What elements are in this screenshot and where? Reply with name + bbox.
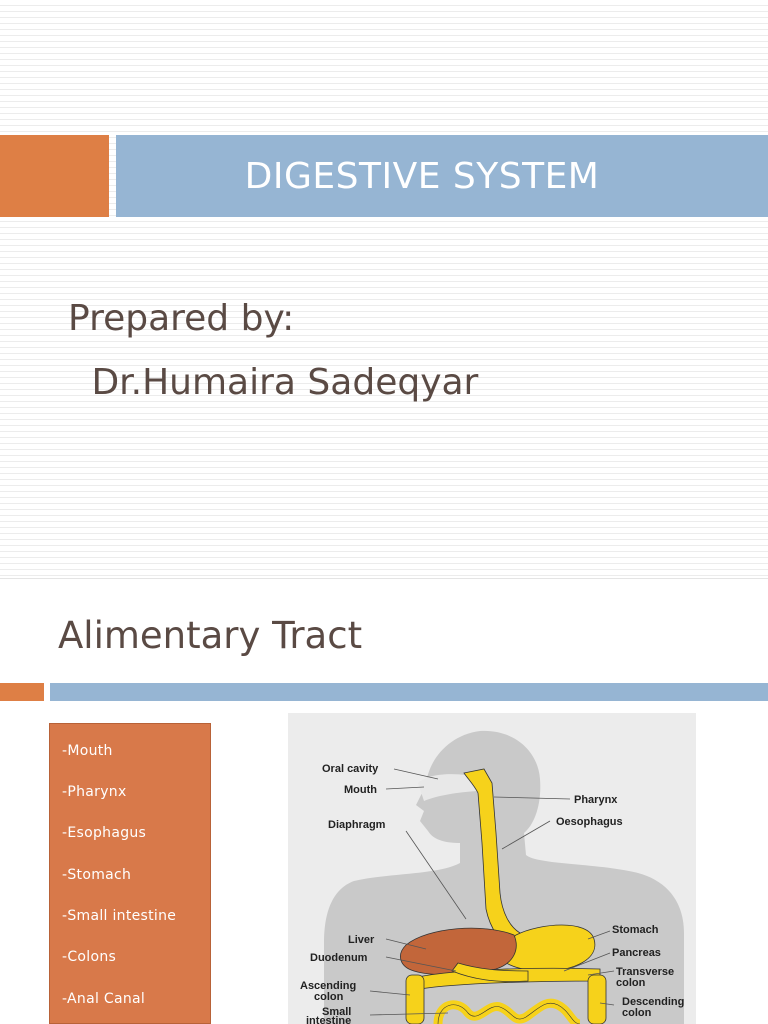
slide-title-text: DIGESTIVE SYSTEM xyxy=(244,155,600,197)
list-item: -Pharynx xyxy=(62,784,127,800)
label-mouth: Mouth xyxy=(344,784,377,796)
digestive-system-diagram: Oral cavity Mouth Pharynx Diaphragm Oeso… xyxy=(288,713,696,1024)
liver-shape xyxy=(400,927,517,976)
heading-bar xyxy=(50,683,768,701)
list-item: -Anal Canal xyxy=(62,991,146,1007)
label-oesophagus: Oesophagus xyxy=(556,816,623,828)
descending-colon-shape xyxy=(587,974,607,1024)
label-descending-colon-1: Descending xyxy=(622,996,684,1008)
pointer-duodenum xyxy=(385,956,457,972)
ascending-colon-shape xyxy=(405,974,425,1024)
label-pancreas: Pancreas xyxy=(612,947,661,959)
label-ascending-colon-2: colon xyxy=(314,991,344,1003)
label-liver: Liver xyxy=(348,934,375,946)
label-transverse-colon-1: Transverse xyxy=(616,966,674,978)
label-small-intestine-2: intestine xyxy=(306,1015,351,1024)
label-duodenum: Duodenum xyxy=(310,952,368,964)
label-oral-cavity: Oral cavity xyxy=(322,763,379,775)
label-ascending-colon-1: Ascending xyxy=(300,980,356,992)
pointer-liver xyxy=(385,938,427,950)
pointer-pharynx xyxy=(493,796,571,800)
title-bar: DIGESTIVE SYSTEM xyxy=(116,135,768,217)
pointer-oesophagus xyxy=(501,820,551,850)
organ-list-panel: -Mouth -Pharynx -Esophagus -Stomach -Sma… xyxy=(49,723,211,1024)
list-item: -Colons xyxy=(62,949,117,965)
list-item: -Mouth xyxy=(62,743,113,759)
pointer-small-intestine xyxy=(369,1012,449,1016)
label-descending-colon-2: colon xyxy=(622,1007,652,1019)
label-pharynx: Pharynx xyxy=(574,794,618,806)
label-transverse-colon-2: colon xyxy=(616,977,646,989)
label-diaphragm: Diaphragm xyxy=(328,819,386,831)
pointer-stomach xyxy=(587,930,611,940)
slide-divider xyxy=(0,578,768,579)
duodenum-shape xyxy=(451,962,529,982)
prepared-by-label: Prepared by: xyxy=(68,298,295,339)
stomach-shape xyxy=(495,924,596,972)
pointer-descending-colon xyxy=(599,1002,615,1006)
slide-title: DIGESTIVE SYSTEM Prepared by: Dr.Humaira… xyxy=(0,0,768,578)
title-accent-block xyxy=(0,135,109,217)
label-stomach: Stomach xyxy=(612,924,659,936)
heading-accent-block xyxy=(0,683,44,701)
pointer-transverse-colon xyxy=(587,970,615,976)
label-small-intestine-1: Small xyxy=(322,1006,351,1018)
pointer-oral-cavity xyxy=(393,768,439,780)
author-name: Dr.Humaira Sadeqyar xyxy=(80,362,479,403)
list-item: -Esophagus xyxy=(62,825,147,841)
pointer-mouth xyxy=(385,786,425,790)
oral-cavity-shape xyxy=(418,774,484,801)
pointer-ascending-colon xyxy=(369,990,411,996)
list-item: -Stomach xyxy=(62,867,132,883)
pointer-pancreas xyxy=(563,952,611,972)
pointer-diaphragm xyxy=(405,830,467,920)
slide-heading: Alimentary Tract xyxy=(58,614,363,657)
list-item: -Small intestine xyxy=(62,908,177,924)
small-intestine-outline xyxy=(437,1002,581,1024)
